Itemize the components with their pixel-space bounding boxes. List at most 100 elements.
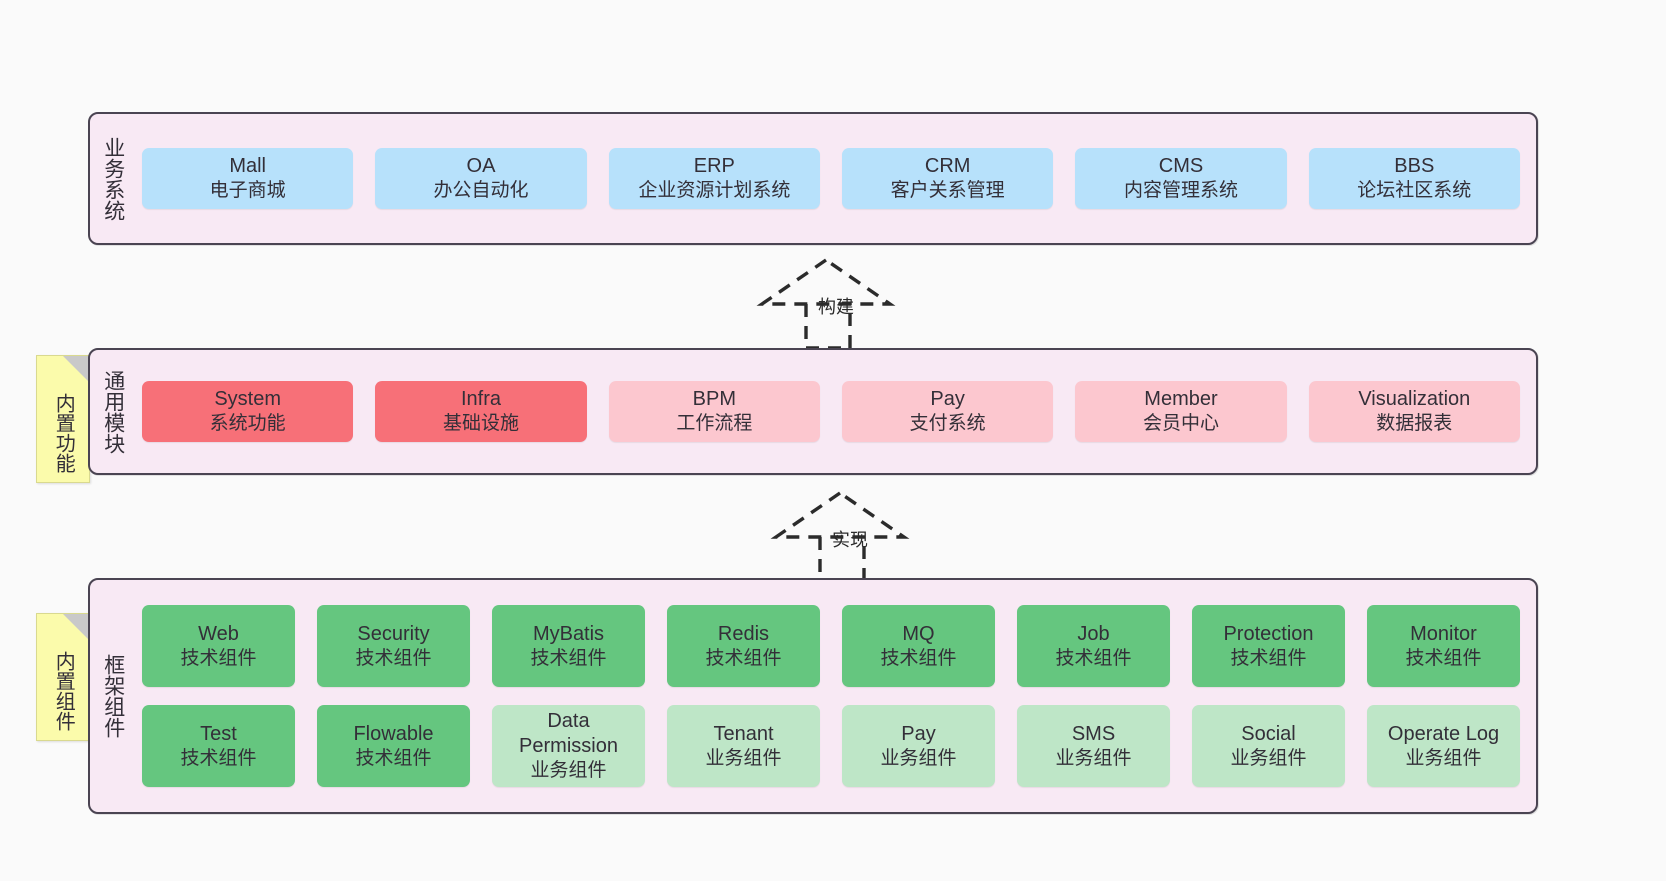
card-subtitle: 技术组件 (880, 647, 957, 669)
layer-title-text: 通用模块 (101, 369, 125, 454)
connector-build-label: 构建 (818, 297, 854, 317)
card-title: Tenant (713, 722, 774, 745)
card-title: Social (1241, 722, 1296, 745)
card-visualization[interactable]: Visualization 数据报表 (1308, 381, 1520, 442)
card-subtitle: 技术组件 (1405, 647, 1482, 669)
card-subtitle: 办公自动化 (433, 180, 529, 202)
card-mybatis[interactable]: MyBatis 技术组件 (492, 605, 645, 687)
layer-body-framework-components: Web 技术组件 Security 技术组件 MyBatis 技术组件 Redi… (136, 580, 1536, 812)
card-title: Redis (717, 622, 770, 645)
card-social[interactable]: Social 业务组件 (1192, 705, 1345, 787)
card-test[interactable]: Test 技术组件 (142, 705, 295, 787)
card-subtitle: 业务组件 (1405, 747, 1482, 769)
card-subtitle: 业务组件 (530, 760, 607, 782)
card-crm[interactable]: CRM 客户关系管理 (841, 148, 1054, 209)
card-title: Security (357, 622, 430, 645)
card-title: Data Permission (519, 710, 618, 758)
sticky-note-text: 内置组件 (52, 651, 75, 731)
card-title: MQ (902, 622, 935, 645)
layer-business-systems: 业务系统 Mall 电子商城 OA 办公自动化 ERP 企业资源计划系统 CRM (88, 112, 1538, 245)
layer-title-text: 业务系统 (101, 136, 125, 221)
card-title: ERP (693, 155, 735, 178)
layer-title-common-modules: 通用模块 (90, 350, 136, 473)
card-subtitle: 技术组件 (355, 647, 432, 669)
card-subtitle: 业务组件 (880, 747, 957, 769)
card-subtitle: 业务组件 (1055, 747, 1132, 769)
card-subtitle: 论坛社区系统 (1357, 180, 1472, 202)
card-monitor[interactable]: Monitor 技术组件 (1367, 605, 1520, 687)
card-title: Infra (460, 388, 501, 411)
card-subtitle: 基础设施 (442, 413, 519, 435)
layer-title-text: 框架组件 (101, 654, 125, 738)
sticky-note-text: 内置功能 (52, 393, 75, 473)
card-title: Job (1077, 622, 1110, 645)
card-subtitle: 系统功能 (209, 413, 286, 435)
card-subtitle: 业务组件 (705, 747, 782, 769)
sticky-note-builtin-components: 内置组件 (36, 613, 90, 741)
layer-title-framework-components: 框架组件 (90, 580, 136, 812)
card-subtitle: 技术组件 (180, 647, 257, 669)
layer-body-common-modules: System 系统功能 Infra 基础设施 BPM 工作流程 Pay 支付系统… (136, 350, 1536, 473)
note-fold-corner-icon (63, 356, 89, 382)
layer-framework-components: 框架组件 Web 技术组件 Security 技术组件 MyBatis 技术组件… (88, 578, 1538, 814)
card-protection[interactable]: Protection 技术组件 (1192, 605, 1345, 687)
card-title: Pay (930, 388, 965, 411)
card-title: BPM (692, 388, 736, 411)
card-title: MyBatis (532, 622, 605, 645)
card-subtitle: 电子商城 (209, 180, 286, 202)
card-tenant[interactable]: Tenant 业务组件 (667, 705, 820, 787)
card-pay-business[interactable]: Pay 业务组件 (842, 705, 995, 787)
card-title: System (214, 388, 281, 411)
card-title: SMS (1071, 722, 1116, 745)
card-title: OA (466, 155, 496, 178)
note-fold-corner-icon (63, 614, 89, 640)
card-title: Web (198, 622, 239, 645)
card-row: Mall 电子商城 OA 办公自动化 ERP 企业资源计划系统 CRM 客户关系… (142, 148, 1520, 209)
card-subtitle: 内容管理系统 (1123, 180, 1238, 202)
card-subtitle: 数据报表 (1376, 413, 1453, 435)
card-title: CMS (1158, 155, 1204, 178)
card-subtitle: 支付系统 (909, 413, 986, 435)
card-operate-log[interactable]: Operate Log 业务组件 (1367, 705, 1520, 787)
card-title: BBS (1394, 155, 1435, 178)
card-subtitle: 客户关系管理 (890, 180, 1005, 202)
card-subtitle: 工作流程 (676, 413, 753, 435)
card-title: Operate Log (1387, 722, 1500, 745)
card-title: Protection (1223, 622, 1314, 645)
card-bpm[interactable]: BPM 工作流程 (608, 381, 820, 442)
card-subtitle: 技术组件 (180, 747, 257, 769)
card-title: CRM (924, 155, 971, 178)
card-web[interactable]: Web 技术组件 (142, 605, 295, 687)
card-sms[interactable]: SMS 业务组件 (1017, 705, 1170, 787)
card-bbs[interactable]: BBS 论坛社区系统 (1308, 148, 1520, 209)
card-data-permission[interactable]: Data Permission 业务组件 (492, 705, 645, 787)
card-security[interactable]: Security 技术组件 (317, 605, 470, 687)
card-flowable[interactable]: Flowable 技术组件 (317, 705, 470, 787)
card-erp[interactable]: ERP 企业资源计划系统 (608, 148, 820, 209)
card-subtitle: 技术组件 (355, 747, 432, 769)
card-mq[interactable]: MQ 技术组件 (842, 605, 995, 687)
card-subtitle: 技术组件 (530, 647, 607, 669)
layer-common-modules: 通用模块 System 系统功能 Infra 基础设施 BPM 工作流程 Pay (88, 348, 1538, 475)
card-pay[interactable]: Pay 支付系统 (841, 381, 1054, 442)
card-subtitle: 技术组件 (705, 647, 782, 669)
card-infra[interactable]: Infra 基础设施 (375, 381, 587, 442)
card-row-tech: Web 技术组件 Security 技术组件 MyBatis 技术组件 Redi… (142, 605, 1520, 687)
card-subtitle: 技术组件 (1055, 647, 1132, 669)
card-title: Visualization (1358, 388, 1471, 411)
card-row-business: Test 技术组件 Flowable 技术组件 Data Permission … (142, 705, 1520, 787)
card-member[interactable]: Member 会员中心 (1075, 381, 1287, 442)
card-subtitle: 技术组件 (1230, 647, 1307, 669)
card-job[interactable]: Job 技术组件 (1017, 605, 1170, 687)
card-subtitle: 企业资源计划系统 (638, 180, 791, 202)
card-subtitle: 会员中心 (1142, 413, 1219, 435)
card-oa[interactable]: OA 办公自动化 (375, 148, 587, 209)
card-mall[interactable]: Mall 电子商城 (142, 148, 354, 209)
card-redis[interactable]: Redis 技术组件 (667, 605, 820, 687)
layer-body-business-systems: Mall 电子商城 OA 办公自动化 ERP 企业资源计划系统 CRM 客户关系… (136, 114, 1536, 243)
card-subtitle: 业务组件 (1230, 747, 1307, 769)
card-system[interactable]: System 系统功能 (142, 381, 354, 442)
card-cms[interactable]: CMS 内容管理系统 (1075, 148, 1287, 209)
card-row: System 系统功能 Infra 基础设施 BPM 工作流程 Pay 支付系统… (142, 381, 1520, 442)
